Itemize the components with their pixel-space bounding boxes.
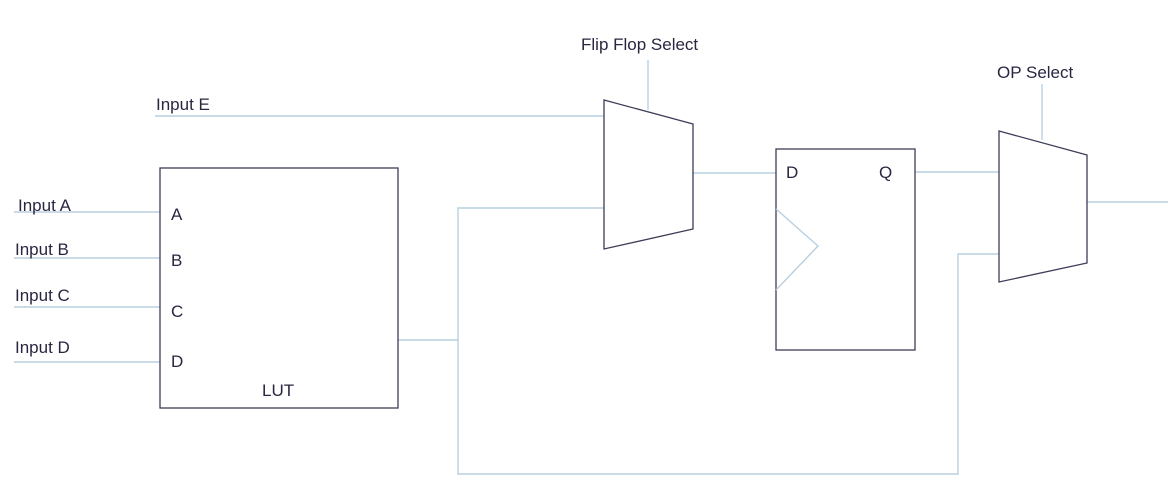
lut-pin-c: C [171, 302, 183, 321]
flip-flop-q-pin: Q [879, 163, 892, 182]
mux-op-select [998, 130, 1088, 283]
label-input-d: Input D [15, 338, 70, 357]
label-input-e: Input E [156, 95, 210, 114]
label-input-c: Input C [15, 286, 70, 305]
lut-pin-a: A [171, 205, 183, 224]
mux-flip-flop-select [603, 99, 694, 250]
flip-flop-block [775, 148, 916, 351]
label-input-b: Input B [15, 240, 69, 259]
clock-triangle-icon [775, 208, 820, 291]
lut-pin-d: D [171, 352, 183, 371]
label-flip-flop-select: Flip Flop Select [581, 35, 698, 54]
lut-name: LUT [262, 381, 294, 400]
wire-lut-bypass [457, 253, 999, 475]
lut-block [159, 167, 399, 409]
flip-flop-d-pin: D [786, 163, 798, 182]
label-input-a: Input A [18, 196, 72, 215]
label-op-select: OP Select [997, 63, 1074, 82]
wire-lut-to-mux1 [457, 207, 604, 340]
lut-pin-b: B [171, 251, 182, 270]
